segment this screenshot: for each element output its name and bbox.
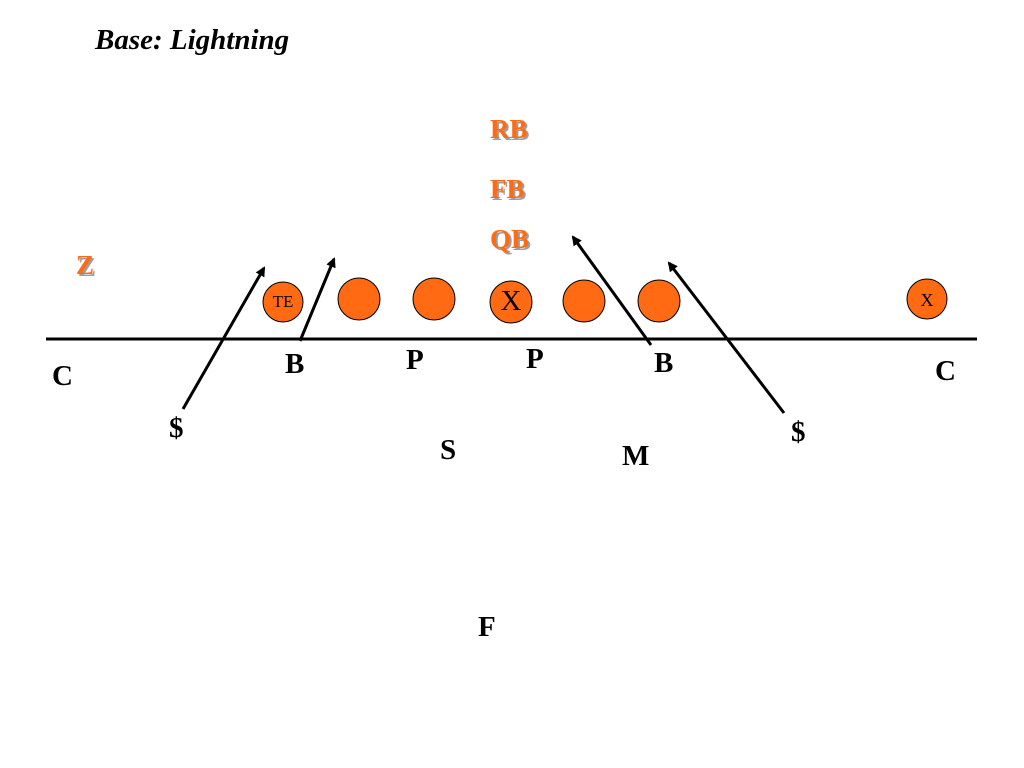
pressure-left-label: P xyxy=(406,344,424,376)
x-receiver-label: X xyxy=(920,290,934,310)
tight-end-marker xyxy=(262,281,304,323)
x-receiver-marker xyxy=(906,278,948,320)
free-safety-label: F xyxy=(478,611,496,643)
center-label: X xyxy=(500,285,522,317)
play-title: Base: Lightning xyxy=(95,24,290,56)
corner-left-label: C xyxy=(52,360,73,392)
dollar-right-label: $ xyxy=(791,416,806,448)
backer-right-label: B xyxy=(654,347,674,379)
sam-label: S xyxy=(440,434,457,466)
left-guard-marker xyxy=(412,277,456,321)
right-tackle-marker xyxy=(637,279,681,323)
dollar-left-label: $ xyxy=(169,412,184,444)
tight-end-label: TE xyxy=(272,292,294,311)
center-marker xyxy=(489,280,533,324)
blitz-arrow-dollar-right xyxy=(667,261,786,414)
right-guard-marker xyxy=(562,279,606,323)
mike-label: M xyxy=(622,440,650,472)
blitz-arrow-backer-right xyxy=(571,235,653,346)
quarterback-label: QB xyxy=(490,224,530,254)
running-back-label: RB xyxy=(490,114,528,144)
left-tackle-marker xyxy=(337,277,381,321)
blitz-arrow-backer-left xyxy=(298,257,336,342)
corner-right-label: C xyxy=(935,355,956,387)
fullback-label: FB xyxy=(490,174,525,204)
pressure-right-label: P xyxy=(526,343,544,375)
blitz-arrow-dollar-left xyxy=(181,266,266,410)
z-receiver-label: Z xyxy=(76,250,95,280)
backer-left-label: B xyxy=(285,348,305,380)
